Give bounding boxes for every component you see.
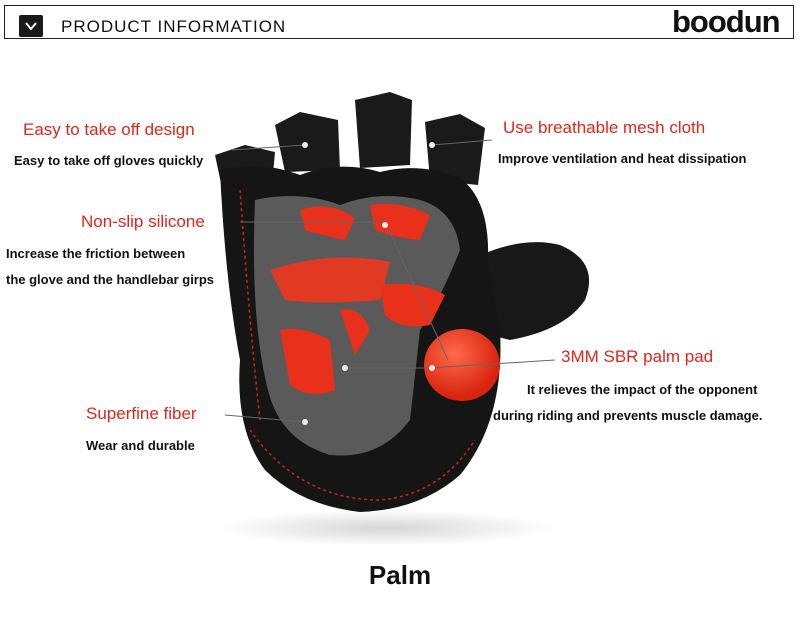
- callout-desc-fiber: Wear and durable: [86, 438, 195, 453]
- brand-logo: boodun: [672, 4, 781, 39]
- callout-title-easy-off: Easy to take off design: [23, 120, 195, 139]
- callout-title-mesh: Use breathable mesh cloth: [503, 118, 706, 137]
- callout-desc-palm-pad-2: during riding and prevents muscle damage…: [493, 408, 763, 423]
- callout-desc-mesh: Improve ventilation and heat dissipation: [498, 151, 747, 166]
- image-caption: Palm: [368, 560, 432, 590]
- callout-desc-palm-pad-1: It relieves the impact of the opponent: [527, 382, 758, 397]
- callout-desc-silicone-2: the glove and the handlebar girps: [6, 272, 215, 287]
- callout-desc-silicone-1: Increase the friction between: [6, 246, 186, 261]
- section-title: PRODUCT INFORMATION: [61, 17, 287, 36]
- callout-desc-easy-off: Easy to take off gloves quickly: [14, 153, 204, 168]
- chevron-down-icon[interactable]: [19, 15, 43, 37]
- callout-title-silicone: Non-slip silicone: [81, 212, 205, 231]
- callout-title-fiber: Superfine fiber: [86, 404, 197, 423]
- header-bar: PRODUCT INFORMATION: [4, 5, 794, 39]
- callout-title-palm-pad: 3MM SBR palm pad: [561, 347, 714, 366]
